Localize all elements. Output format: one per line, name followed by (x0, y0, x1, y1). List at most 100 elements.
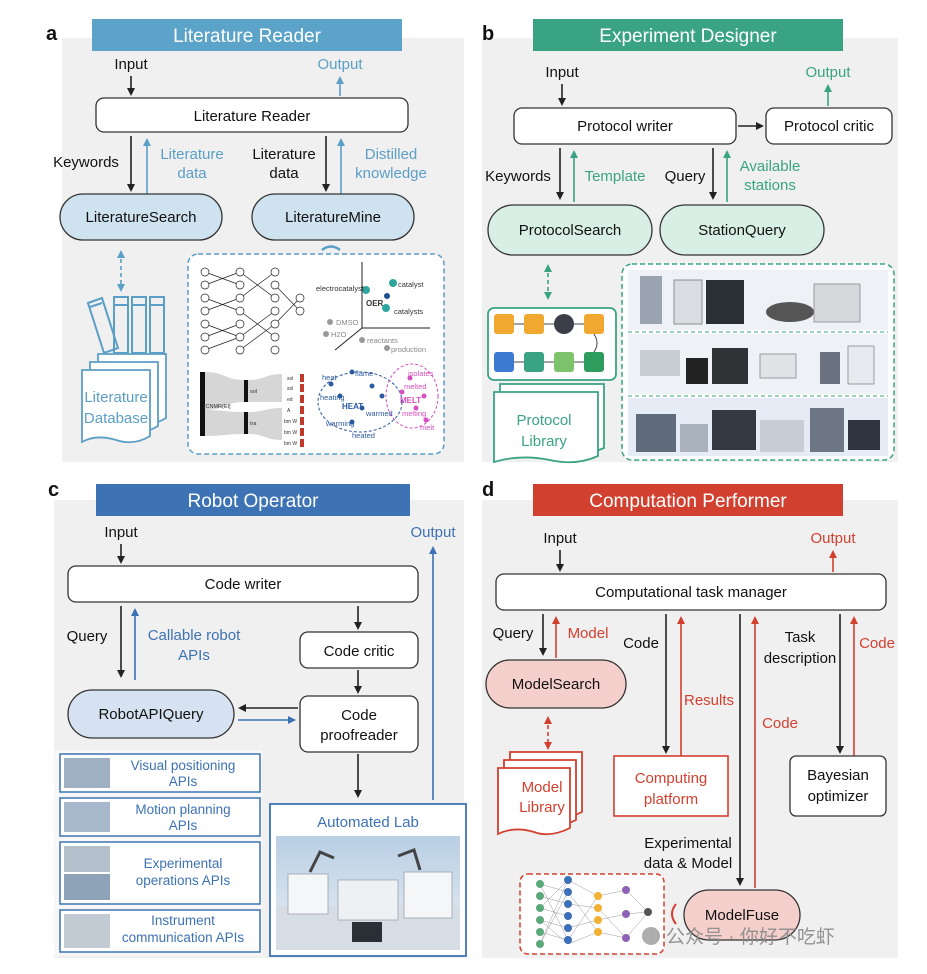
d-output-label: Output (810, 530, 856, 547)
model-library-l2: Library (519, 799, 565, 816)
watermark-text: 公众号 · 你好不吃虾 (666, 926, 835, 948)
b-query-label: Query (665, 168, 706, 185)
panel-d-title: Computation Performer (589, 491, 787, 512)
cluster-heat-caps: HEAT (342, 402, 363, 411)
api-exp-l2: operations APIs (136, 873, 231, 888)
sankey-graphic: [CNMR(Et] sol tra sol sol ed A bm W bm W… (200, 372, 304, 447)
emb-dmso: DMSO (336, 318, 359, 327)
sankey-mid2: tra (250, 421, 257, 427)
api-visual-l2: APIs (169, 774, 198, 789)
d-code-label: Code (623, 635, 659, 652)
emb-production: production (391, 345, 426, 354)
emb-reactants: reactants (367, 336, 398, 345)
d-input-label: Input (543, 530, 577, 547)
api-instrument-l1: Instrument (151, 913, 215, 928)
bayesian-l2: optimizer (808, 788, 869, 805)
modelfuse-network-graphic (536, 876, 652, 948)
code-proofreader-box (299, 695, 419, 753)
model-library-l1: Model (522, 779, 563, 796)
a-database-l2: Database (84, 410, 148, 427)
cluster-melted: melted (404, 382, 427, 391)
emb-electrocatalyst: electrocatalyst (316, 284, 365, 293)
api-instrument-photo (64, 914, 110, 948)
a-distilled-l1: Distilled (365, 146, 418, 163)
watermark: 公众号 · 你好不吃虾 (642, 926, 835, 948)
d-results-label: Results (684, 692, 734, 709)
panel-c-letter: c (48, 479, 59, 501)
word-cluster-graphic: heat heating flame HEAT warmed warming h… (317, 363, 439, 440)
protocol-step-icons (494, 314, 604, 372)
literature-reader-label: Literature Reader (194, 108, 311, 125)
neural-network-graphic (200, 267, 305, 355)
api-instrument-l2: communication APIs (122, 930, 245, 945)
computing-l2: platform (644, 791, 698, 808)
panel-d: d Computation Performer Input Output Com… (482, 479, 898, 958)
sankey-left-label: [CNMR(Et] (204, 404, 231, 410)
d-experimental-l2: data & Model (644, 855, 732, 872)
a-keywords-label: Keywords (53, 154, 119, 171)
api-exp-l1: Experimental (144, 856, 223, 871)
cluster-heated: heated (352, 431, 375, 440)
robot-api-query-box (67, 689, 235, 739)
d-task-l2: description (764, 650, 837, 667)
emb-catalysts: catalysts (394, 307, 423, 316)
computing-platform-box (613, 755, 729, 817)
model-search-label: ModelSearch (512, 676, 600, 693)
model-search-box (485, 659, 627, 709)
c-input-label: Input (104, 524, 138, 541)
b-library-l2: Library (521, 433, 567, 450)
proofreader-l2: proofreader (320, 727, 398, 744)
modelfuse-box (683, 889, 801, 941)
sankey-r5: bm W (284, 419, 297, 425)
sankey-r7: bm W (284, 441, 297, 447)
literature-search-box (59, 193, 223, 241)
a-output-label: Output (317, 56, 363, 73)
b-library-l1: Protocol (516, 412, 571, 429)
cluster-heating: heating (320, 393, 345, 402)
d-model-label: Model (568, 625, 609, 642)
modelfuse-label: ModelFuse (705, 907, 779, 924)
model-library-icon (497, 751, 583, 836)
sankey-mid1: sol (250, 389, 257, 395)
automated-lab-label: Automated Lab (317, 814, 419, 831)
literature-mine-label: LiteratureMine (285, 209, 381, 226)
code-critic-box (299, 631, 419, 669)
panel-b-letter: b (482, 23, 494, 45)
protocol-library-icon (493, 383, 605, 464)
api-list: Visual positioning APIs Motion planning … (59, 753, 261, 953)
emb-oer: OER (366, 299, 384, 308)
panel-a: a Literature Reader Input Output Literat… (46, 19, 464, 462)
automated-lab-photo (276, 836, 460, 950)
sankey-r1: sol (287, 376, 293, 382)
protocol-critic-box (765, 107, 893, 145)
code-writer-label: Code writer (205, 576, 282, 593)
sankey-r2: sol (287, 386, 293, 392)
b-template-label: Template (585, 168, 646, 185)
task-manager-label: Computational task manager (595, 584, 787, 601)
api-visual-l1: Visual positioning (131, 758, 236, 773)
api-visual-photo (64, 758, 110, 788)
cluster-warming: warming (325, 419, 354, 428)
sankey-r6: bm W (284, 430, 297, 436)
panel-d-header (533, 484, 843, 516)
a-litdata-l1: Literature (160, 146, 223, 163)
panel-a-header (92, 19, 402, 51)
d-experimental-l1: Experimental (644, 835, 732, 852)
sankey-r3: ed (287, 397, 293, 403)
stations-photos (628, 270, 888, 456)
panel-a-letter: a (46, 23, 58, 45)
b-available-l2: stations (744, 177, 796, 194)
cluster-isolates: isolates (408, 369, 434, 378)
literature-search-label: LiteratureSearch (86, 209, 197, 226)
station-query-label: StationQuery (698, 222, 786, 239)
cluster-flame: flame (355, 369, 373, 378)
panel-c-header (96, 484, 410, 516)
protocol-critic-label: Protocol critic (784, 118, 875, 135)
literature-mine-examples (187, 253, 445, 455)
bayesian-l1: Bayesian (807, 767, 869, 784)
panel-d-letter: d (482, 479, 494, 501)
b-input-label: Input (545, 64, 579, 81)
api-motion-l2: APIs (169, 818, 198, 833)
protocol-writer-box (513, 107, 737, 145)
